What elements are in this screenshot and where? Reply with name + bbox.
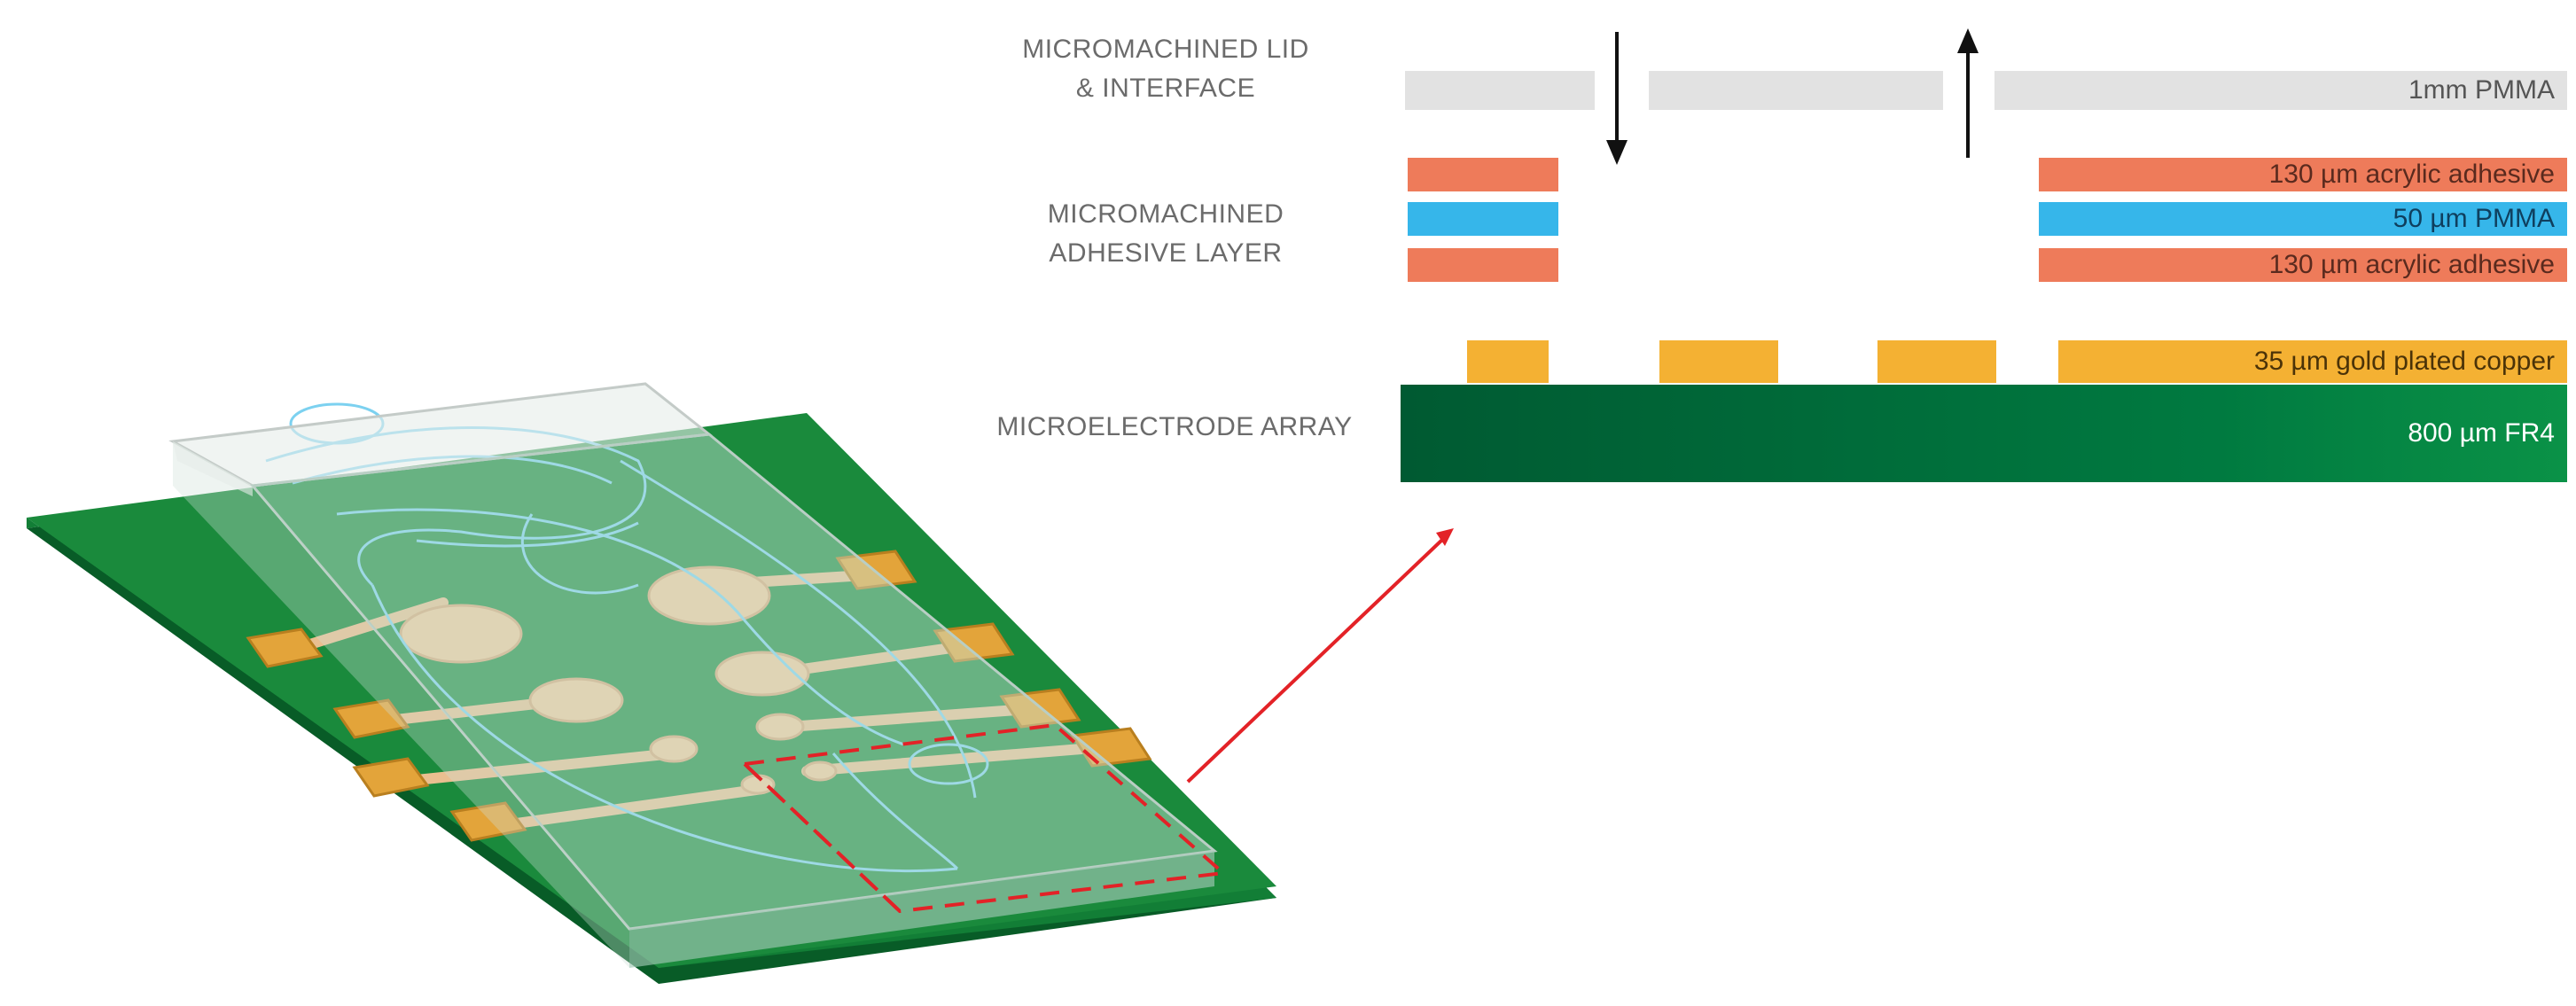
lid-group-label-line-2: & INTERFACE (1075, 74, 1256, 103)
copper-pad-2 (1659, 340, 1778, 383)
lid-group-label: MICROMACHINED LID & INTERFACE (1019, 30, 1312, 108)
lid-group-label-line-1: MICROMACHINED LID (1022, 35, 1309, 64)
adhesive-bottom-segment-left (1408, 248, 1558, 282)
lid-layer-label: 1mm PMMA (2408, 75, 2555, 105)
lid-segment-left (1405, 71, 1595, 110)
callout-arrow (1186, 528, 1454, 784)
electrode-pads (399, 565, 838, 795)
copper-layer-label: 35 µm gold plated copper (2253, 347, 2555, 376)
copper-pad-1 (1467, 340, 1549, 383)
fr4-substrate: 800 µm FR4 (1401, 385, 2567, 482)
adhesive-top-segment-left (1408, 158, 1558, 191)
fr4-layer-label: 800 µm FR4 (2408, 418, 2555, 448)
adhesive-bottom-layer-label: 130 µm acrylic adhesive (2268, 250, 2555, 279)
copper-pad-3 (1877, 340, 1996, 383)
lid-segment-middle (1649, 71, 1943, 110)
pmma-layer-label: 50 µm PMMA (2393, 204, 2555, 233)
cross-section-callout-box (740, 722, 1228, 914)
adhesive-group-label-line-2: ADHESIVE LAYER (1049, 238, 1283, 268)
up-arrow (1957, 28, 1979, 158)
lid-segment-right: 1mm PMMA (1994, 71, 2567, 110)
adhesive-top-layer-label: 130 µm acrylic adhesive (2268, 160, 2555, 189)
pcb-board (27, 413, 1276, 984)
adhesive-bottom-segment-right: 130 µm acrylic adhesive (2039, 248, 2567, 282)
down-arrow (1606, 32, 1628, 165)
adhesive-group-label-line-1: MICROMACHINED (1047, 199, 1284, 229)
pmma-segment-left (1408, 202, 1558, 236)
adhesive-group-label: MICROMACHINED ADHESIVE LAYER (1019, 195, 1312, 273)
adhesive-top-segment-right: 130 µm acrylic adhesive (2039, 158, 2567, 191)
array-group-label-line-1: MICROELECTRODE ARRAY (996, 412, 1353, 441)
contact-pads-left (246, 628, 527, 842)
copper-pad-4: 35 µm gold plated copper (2058, 340, 2567, 383)
array-group-label: MICROELECTRODE ARRAY (975, 408, 1374, 447)
pmma-segment-right: 50 µm PMMA (2039, 202, 2567, 236)
